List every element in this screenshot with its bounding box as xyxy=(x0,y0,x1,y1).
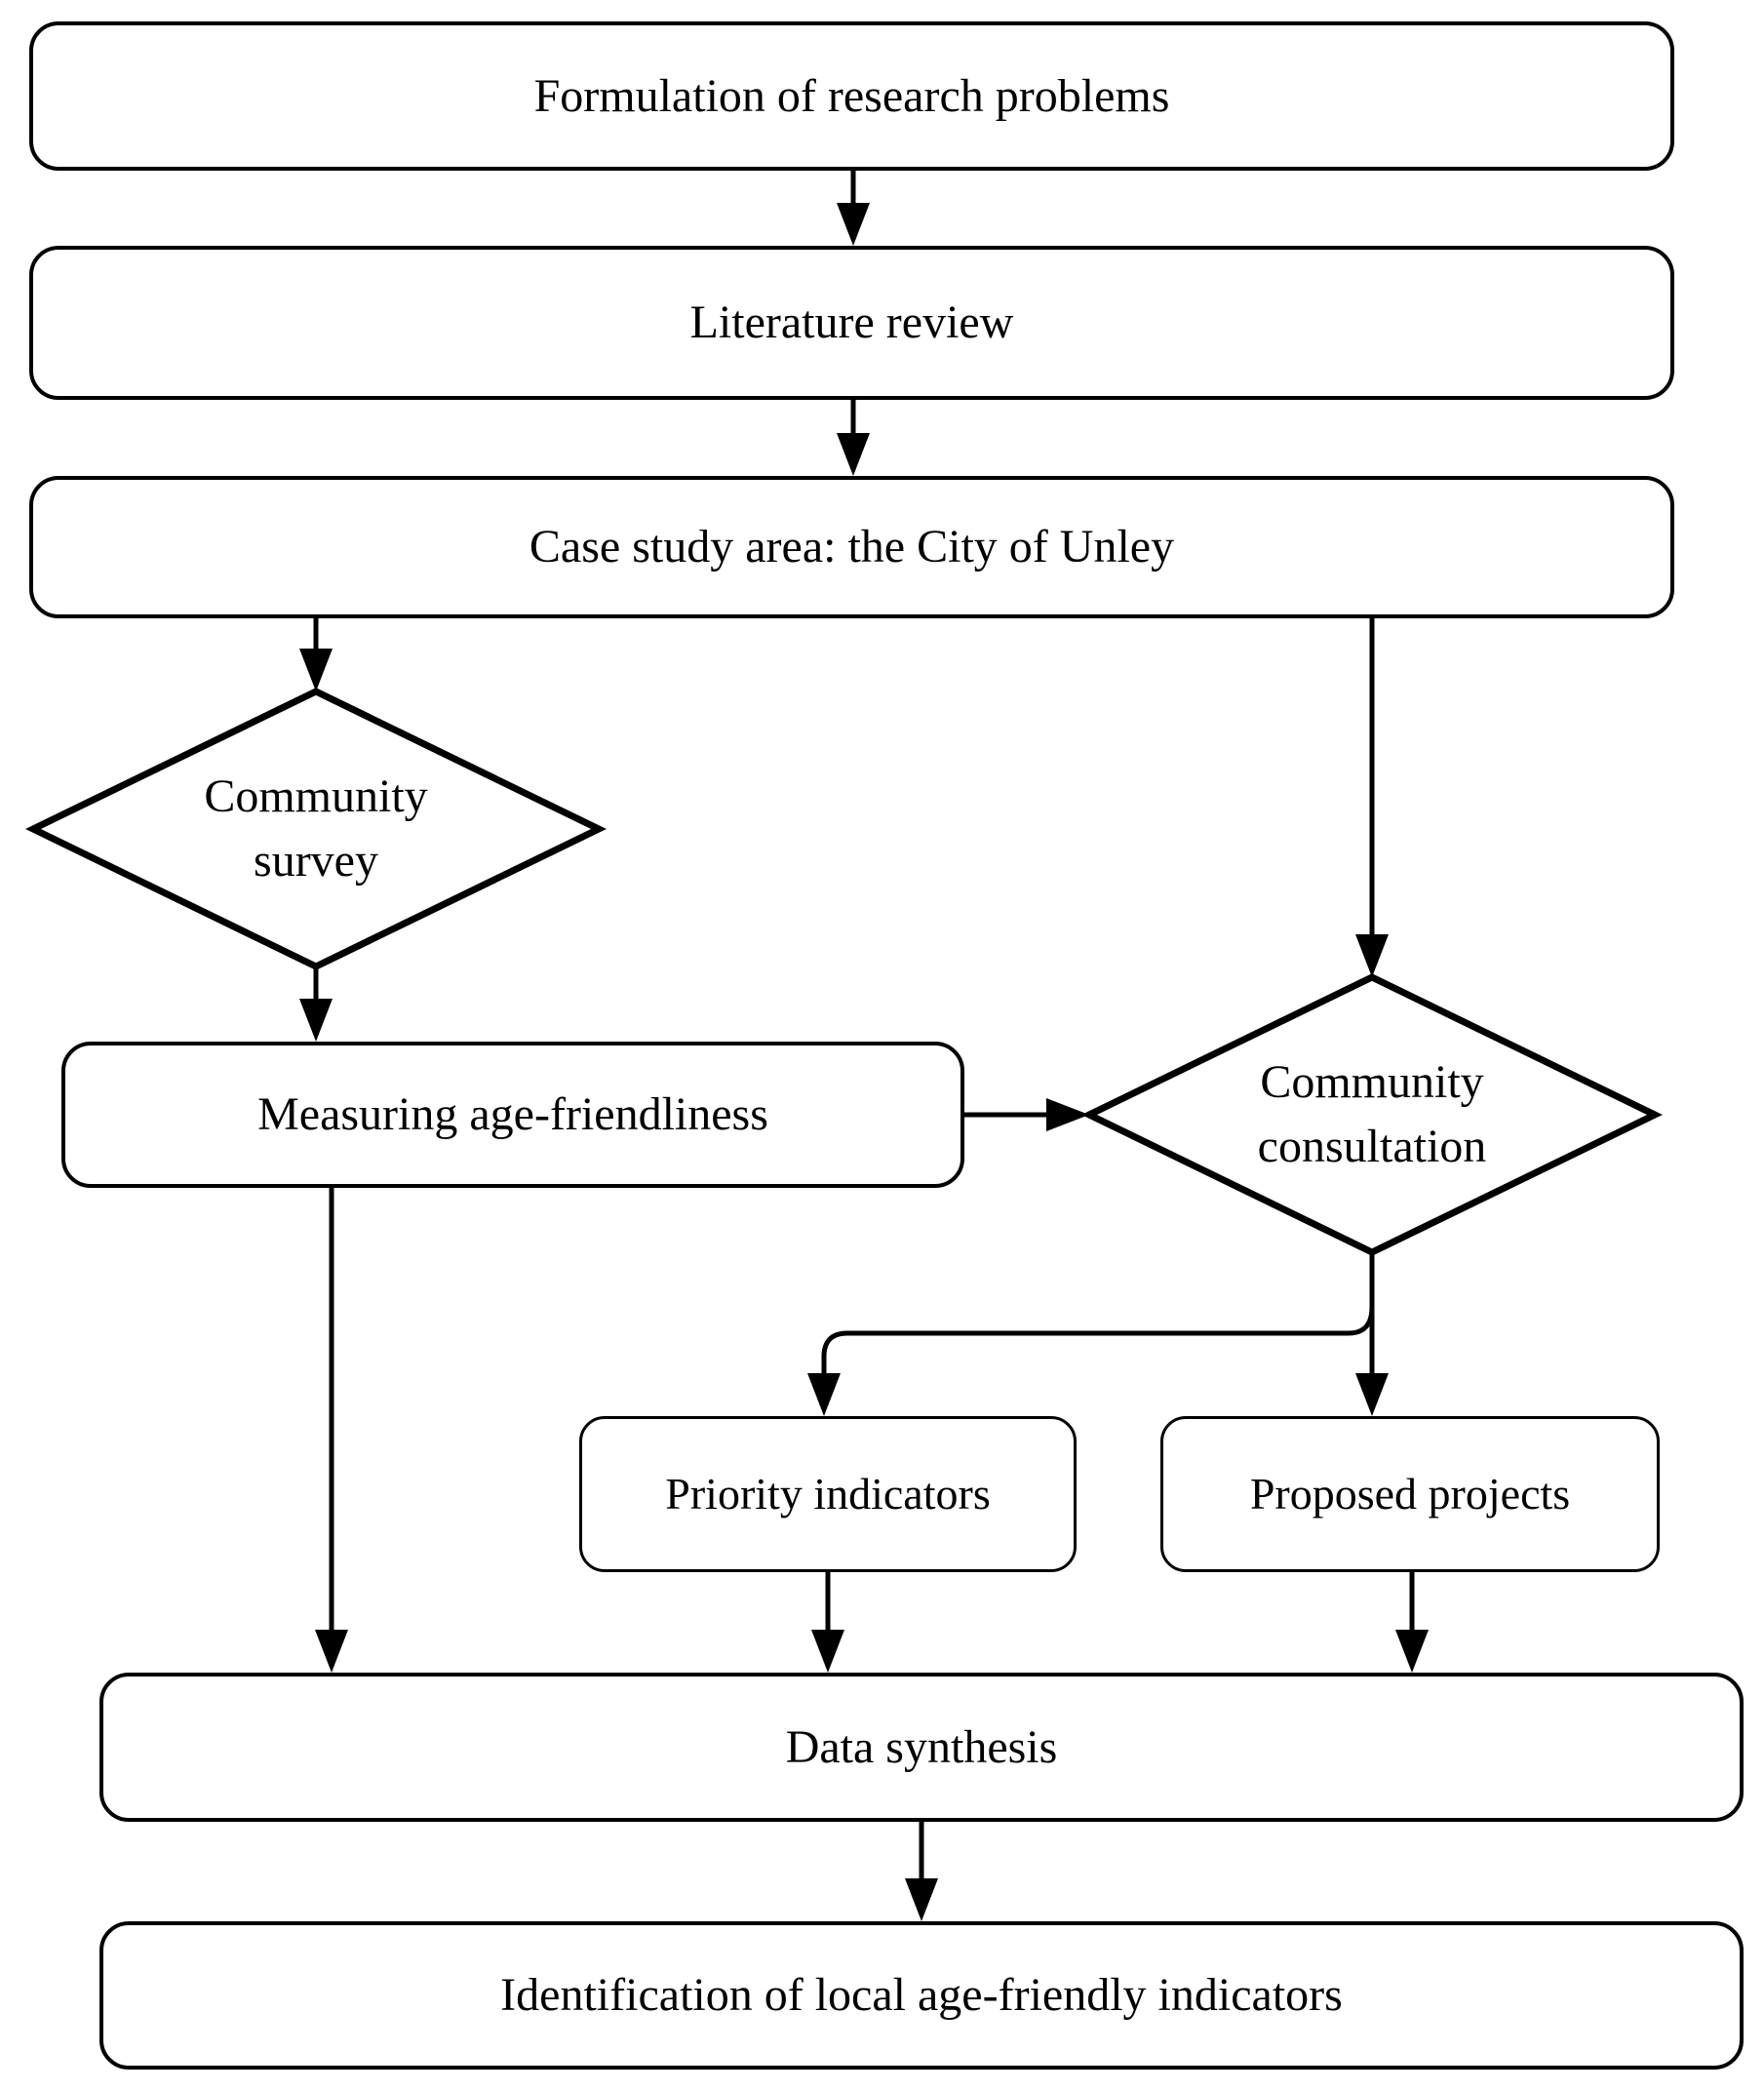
diamond-community-consultation xyxy=(1080,973,1664,1256)
node-case-study-area: Case study area: the City of Unley xyxy=(29,476,1674,618)
arrow-community-consultation-to-priority xyxy=(821,1306,1375,1377)
arrowhead xyxy=(837,203,870,246)
arrowhead xyxy=(905,1878,938,1921)
community-survey-line1: Community xyxy=(204,769,428,822)
node-proposed-projects-label: Proposed projects xyxy=(1249,1469,1571,1519)
node-formulation: Formulation of research problems xyxy=(29,21,1674,171)
node-measuring-age-friendliness-label: Measuring age-friendliness xyxy=(257,1088,768,1140)
arrowhead xyxy=(299,999,333,1042)
node-priority-indicators: Priority indicators xyxy=(579,1416,1077,1572)
node-community-survey-label: Community survey xyxy=(92,741,540,917)
arrowhead xyxy=(837,433,870,476)
node-identification: Identification of local age-friendly ind… xyxy=(99,1921,1744,2070)
community-survey-line2: survey xyxy=(254,835,378,887)
diamond-community-survey xyxy=(24,688,608,970)
node-community-consultation-label: Community consultation xyxy=(1128,1027,1616,1203)
arrowhead xyxy=(299,649,333,691)
node-proposed-projects: Proposed projects xyxy=(1160,1416,1660,1572)
arrowhead xyxy=(1395,1630,1429,1673)
node-case-study-area-label: Case study area: the City of Unley xyxy=(529,521,1175,572)
arrowhead xyxy=(1355,1373,1389,1416)
node-priority-indicators-label: Priority indicators xyxy=(665,1469,991,1519)
arrowhead xyxy=(315,1630,348,1673)
node-literature-review: Literature review xyxy=(29,246,1674,400)
node-identification-label: Identification of local age-friendly ind… xyxy=(500,1969,1343,2021)
arrowhead xyxy=(811,1630,844,1673)
node-literature-review-label: Literature review xyxy=(689,296,1014,348)
node-data-synthesis-label: Data synthesis xyxy=(785,1720,1058,1773)
community-consultation-line2: consultation xyxy=(1257,1121,1487,1172)
node-data-synthesis: Data synthesis xyxy=(99,1673,1744,1822)
arrowhead xyxy=(807,1373,841,1416)
community-consultation-line1: Community xyxy=(1260,1055,1484,1108)
node-formulation-label: Formulation of research problems xyxy=(533,69,1170,122)
arrowhead xyxy=(1355,934,1389,977)
node-measuring-age-friendliness: Measuring age-friendliness xyxy=(61,1042,964,1188)
arrowhead xyxy=(1046,1098,1089,1131)
